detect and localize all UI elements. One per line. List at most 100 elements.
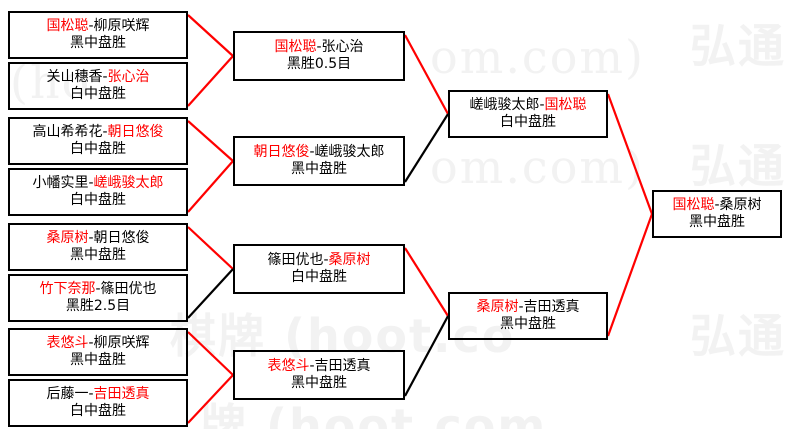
match-result: 黑中盘胜 [70,35,126,51]
match-players: 关山穗香-张心治 [46,69,149,86]
player-left: 国松聪 [672,196,715,213]
match-result: 黑中盘胜 [689,214,745,230]
versus-dash: - [88,334,94,351]
connector-line [404,315,449,397]
player-left: 国松聪 [46,17,89,34]
versus-dash: - [309,143,315,160]
player-right: 朝日悠俊 [93,229,150,246]
match-players: 桑原树-朝日悠俊 [46,230,149,247]
match-result: 黑中盘胜 [70,352,126,368]
player-right: 吉田透真 [523,298,580,315]
versus-dash: - [102,68,108,85]
match-players: 竹下奈那-篠田优也 [39,281,156,298]
match-players: 表悠斗-柳原咲辉 [46,335,149,352]
player-right: 国松聪 [544,96,587,113]
player-left: 篠田优也 [267,251,324,268]
player-left: 后藤一 [46,385,89,402]
match-players: 高山希希花-朝日悠俊 [32,124,163,141]
connector-line [187,14,234,57]
versus-dash: - [88,229,94,246]
versus-dash: - [102,123,108,140]
versus-dash: - [88,17,94,34]
player-right: 嵯峨骏太郎 [314,143,385,160]
player-left: 小幡实里 [32,174,89,191]
versus-dash: - [309,357,315,374]
match-result: 白中盘胜 [70,192,126,208]
versus-dash: - [714,196,720,213]
connector-line [187,226,234,270]
player-left: 关山穗香 [46,68,103,85]
player-right: 张心治 [321,38,364,55]
versus-dash: - [316,38,322,55]
versus-dash: - [518,298,524,315]
match-box[interactable]: 关山穗香-张心治白中盘胜 [8,62,188,110]
match-box[interactable]: 桑原树-吉田透真黑中盘胜 [448,292,608,340]
player-right: 吉田透真 [314,357,371,374]
match-box[interactable]: 后藤一-吉田透真白中盘胜 [8,379,188,427]
match-players: 朝日悠俊-嵯峨骏太郎 [253,144,384,161]
match-result: 黑胜2.5目 [65,298,131,314]
player-right: 桑原树 [719,196,762,213]
connector-line [404,113,449,183]
connector-line [187,374,234,424]
player-left: 国松聪 [274,38,317,55]
match-result: 白中盘胜 [70,86,126,102]
connector-line [606,93,654,215]
connector-line [606,213,654,337]
connector-line [404,247,449,317]
match-box[interactable]: 表悠斗-柳原咲辉黑中盘胜 [8,328,188,376]
match-players: 表悠斗-吉田透真 [267,358,370,375]
match-box[interactable]: 竹下奈那-篠田优也黑胜2.5目 [8,274,188,322]
match-box[interactable]: 小幡实里-嵯峨骏太郎白中盘胜 [8,168,188,216]
versus-dash: - [88,385,94,402]
player-right: 桑原树 [328,251,371,268]
player-left: 表悠斗 [46,334,89,351]
match-result: 白中盘胜 [70,141,126,157]
connector-line [187,331,234,376]
match-players: 嵯峨骏太郎-国松聪 [469,97,586,114]
player-right: 吉田透真 [93,385,150,402]
match-result: 白中盘胜 [291,269,347,285]
versus-dash: - [88,174,94,191]
match-box[interactable]: 国松聪-桑原树黑中盘胜 [652,190,782,238]
player-left: 嵯峨骏太郎 [469,96,540,113]
versus-dash: - [539,96,545,113]
match-players: 篠田优也-桑原树 [267,252,370,269]
match-players: 后藤一-吉田透真 [46,386,149,403]
match-box[interactable]: 桑原树-朝日悠俊黑中盘胜 [8,223,188,271]
match-players: 国松聪-张心治 [274,39,363,56]
versus-dash: - [95,280,101,297]
connector-line [187,160,234,213]
match-players: 国松聪-桑原树 [672,197,761,214]
match-result: 白中盘胜 [500,114,556,130]
match-players: 小幡实里-嵯峨骏太郎 [32,175,163,192]
player-left: 桑原树 [46,229,89,246]
player-left: 高山希希花 [32,123,103,140]
connector-line [187,120,234,162]
match-players: 国松聪-柳原咲辉 [46,18,149,35]
match-box[interactable]: 高山希希花-朝日悠俊白中盘胜 [8,117,188,165]
player-left: 表悠斗 [267,357,310,374]
player-right: 朝日悠俊 [107,123,164,140]
match-box[interactable]: 国松聪-张心治黑胜0.5目 [233,31,405,81]
player-left: 桑原树 [476,298,519,315]
versus-dash: - [323,251,329,268]
player-right: 篠田优也 [100,280,157,297]
connector-line [404,34,449,115]
match-box[interactable]: 国松聪-柳原咲辉黑中盘胜 [8,11,188,59]
match-box[interactable]: 表悠斗-吉田透真黑中盘胜 [233,350,405,400]
match-result: 黑中盘胜 [500,316,556,332]
player-right: 嵯峨骏太郎 [93,174,164,191]
match-box[interactable]: 朝日悠俊-嵯峨骏太郎黑中盘胜 [233,136,405,186]
match-box[interactable]: 嵯峨骏太郎-国松聪白中盘胜 [448,90,608,138]
match-result: 黑中盘胜 [291,161,347,177]
match-result: 黑胜0.5目 [286,56,352,72]
match-players: 桑原树-吉田透真 [476,299,579,316]
match-result: 黑中盘胜 [70,247,126,263]
match-result: 黑中盘胜 [291,375,347,391]
connector-line [187,268,234,319]
player-left: 朝日悠俊 [253,143,310,160]
match-box[interactable]: 篠田优也-桑原树白中盘胜 [233,244,405,294]
